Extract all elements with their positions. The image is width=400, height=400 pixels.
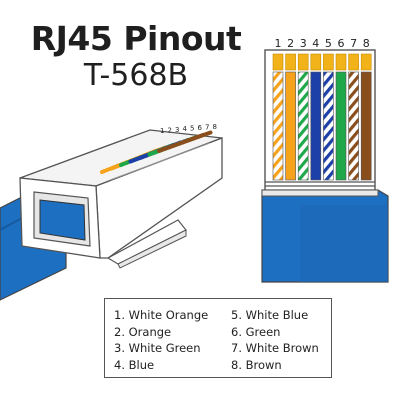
pin-number-label: 7 [350, 37, 357, 50]
legend-item: 1. White Orange [114, 308, 209, 322]
side-pin-number: 2 [168, 126, 172, 134]
legend-item: 3. White Green [114, 341, 201, 355]
gold-contact [360, 53, 372, 71]
wire-6 [335, 71, 347, 181]
gold-contact [285, 53, 296, 71]
pin-number-label: 6 [338, 37, 345, 50]
wire-5 [323, 71, 334, 181]
gold-contact [335, 53, 347, 71]
legend-item: 7. White Brown [231, 341, 319, 355]
wire-3 [297, 71, 309, 181]
wire-2 [285, 71, 296, 181]
side-pin-number: 1 [160, 127, 164, 135]
pin-number-label: 1 [275, 37, 282, 50]
side-wires [100, 130, 213, 174]
gold-contact [323, 53, 334, 71]
legend-item: 6. Green [231, 324, 281, 339]
legend-column-1: 1. White Orange 2. Orange 3. White Green… [114, 307, 208, 373]
side-pin-number: 3 [175, 126, 179, 134]
legend-item: 4. Blue [114, 357, 155, 372]
wire-7 [348, 71, 359, 181]
side-pin-number: 6 [198, 124, 203, 132]
gold-contact [310, 53, 322, 71]
gold-contact [272, 53, 284, 71]
side-pin-number: 7 [205, 123, 209, 131]
wire-1 [272, 71, 284, 181]
gold-contacts [272, 53, 372, 71]
gold-contact [348, 53, 359, 71]
wire-4 [310, 71, 322, 181]
diagram-title: RJ45 Pinout [30, 19, 242, 58]
legend-item: 2. Orange [114, 324, 172, 339]
wire-8 [360, 71, 372, 181]
pin-number-label: 5 [325, 37, 332, 50]
side-wire-8 [166, 130, 213, 150]
legend-item: 5. White Blue [231, 308, 309, 322]
side-pin-number: 8 [213, 123, 217, 131]
side-pin-number: 4 [183, 125, 188, 133]
gold-contact [297, 53, 309, 71]
diagram-subtitle: T-568B [83, 58, 189, 93]
pin-number-label: 4 [312, 37, 319, 50]
pin-number-label: 2 [287, 37, 294, 50]
pin-number-label: 3 [300, 37, 307, 50]
legend-column-2: 5. White Blue 6. Green 7. White Brown 8.… [231, 307, 319, 373]
wire-bundle [272, 71, 372, 181]
pin-number-label: 8 [363, 37, 370, 50]
legend-item: 8. Brown [231, 357, 282, 372]
side-pin-number: 5 [190, 125, 194, 133]
pinout-legend: 1. White Orange 2. Orange 3. White Green… [104, 298, 332, 378]
